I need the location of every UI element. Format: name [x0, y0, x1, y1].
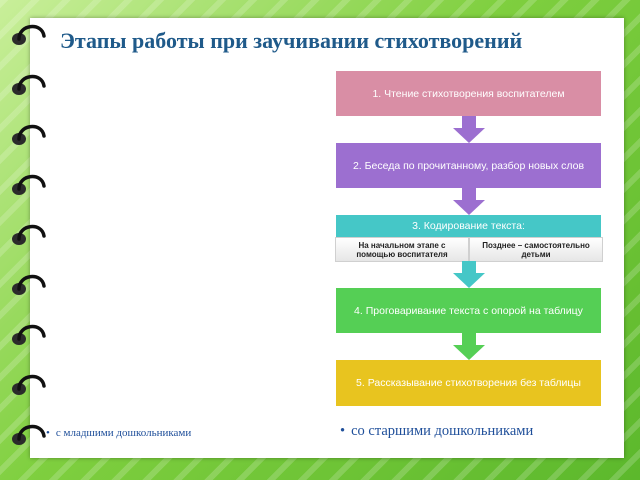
- down-arrow-icon: [452, 261, 486, 289]
- spiral-binding-ring-icon: [8, 322, 48, 348]
- spiral-binding-ring-icon: [8, 172, 48, 198]
- bullet-icon: •: [340, 423, 345, 440]
- caption-older: • со старшими дошкольниками: [340, 423, 533, 440]
- spiral-binding-ring-icon: [8, 272, 48, 298]
- down-arrow-icon: [452, 116, 486, 144]
- caption-older-text: со старшими дошкольниками: [351, 423, 533, 439]
- slide-title: Этапы работы при заучивании стихотворени…: [60, 28, 620, 54]
- step-5-recitation-without-table: 5. Рассказывание стихотворения без табли…: [336, 360, 601, 406]
- caption-younger: • с младшими дошкольниками: [46, 427, 191, 439]
- step-1-reading: 1. Чтение стихотворения воспитателем: [336, 71, 601, 116]
- spiral-binding-ring-icon: [8, 372, 48, 398]
- caption-younger-text: с младшими дошкольниками: [56, 427, 191, 439]
- step-4-recitation-with-table: 4. Проговаривание текста с опорой на таб…: [336, 288, 601, 333]
- step-2-discussion: 2. Беседа по прочитанному, разбор новых …: [336, 143, 601, 188]
- spiral-binding-ring-icon: [8, 72, 48, 98]
- down-arrow-icon: [452, 188, 486, 216]
- spiral-binding-ring-icon: [8, 222, 48, 248]
- down-arrow-icon: [452, 333, 486, 361]
- spiral-binding-ring-icon: [8, 122, 48, 148]
- spiral-binding-ring-icon: [8, 422, 48, 448]
- substep-by-children: Позднее – самостоятельно детьми: [469, 237, 603, 262]
- spiral-binding-ring-icon: [8, 22, 48, 48]
- bullet-icon: •: [46, 427, 50, 439]
- substep-with-teacher: На начальном этапе с помощью воспитателя: [335, 237, 469, 262]
